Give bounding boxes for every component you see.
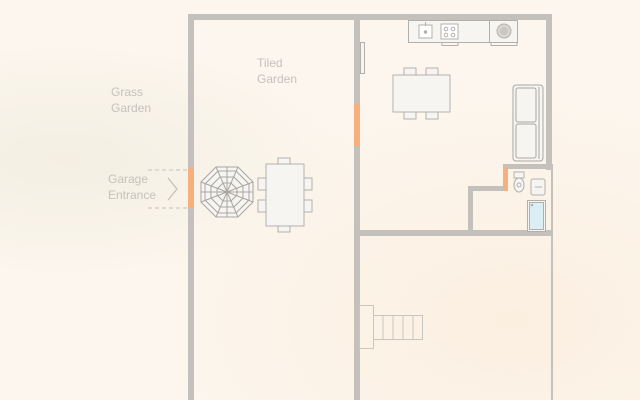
wall-middle (354, 14, 360, 400)
door-kitchen (354, 104, 360, 146)
door-garage (188, 168, 194, 208)
label-tiled-garden: Tiled Garden (257, 56, 298, 86)
wall-right-lower (551, 164, 553, 400)
wall-cabinet (360, 42, 365, 74)
sofa-icon (512, 84, 544, 162)
door-bathroom (503, 167, 508, 191)
kitchen-table-icon (392, 67, 451, 120)
wall-bath-step (468, 186, 508, 191)
wall-bath-left (468, 186, 473, 234)
toilet-icon (513, 171, 525, 193)
staircase-icon (359, 305, 423, 349)
wall-top (188, 14, 552, 20)
kitchen-counter-icon (408, 20, 518, 46)
wall-kitchen-bottom (354, 230, 553, 236)
bathtub-icon (527, 200, 546, 232)
wall-right-upper (546, 14, 552, 170)
basin-icon (530, 178, 546, 196)
wall-bath-top (503, 164, 553, 169)
label-grass-garden: Grass Garden (111, 85, 152, 115)
parasol-icon (200, 166, 254, 218)
outdoor-table-icon (257, 157, 313, 233)
washing-machine-icon (496, 23, 512, 39)
chevron-right-icon (167, 177, 178, 201)
label-garage-entrance: Garage Entrance (108, 172, 157, 202)
